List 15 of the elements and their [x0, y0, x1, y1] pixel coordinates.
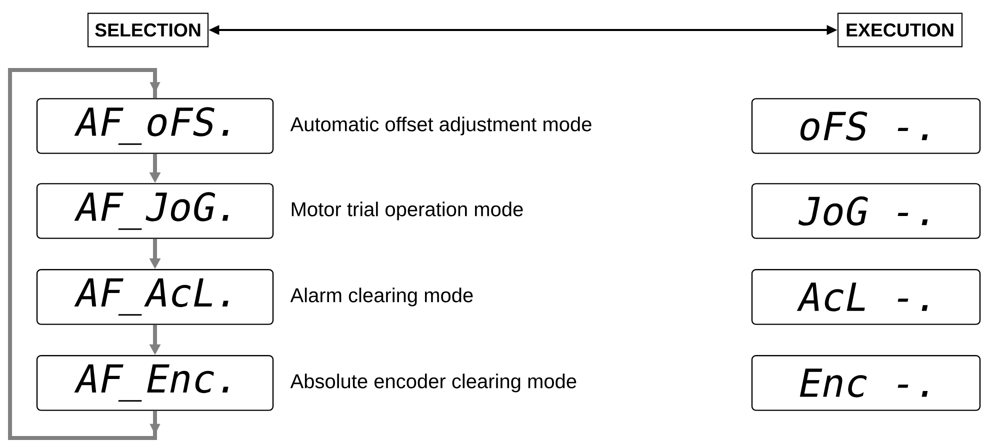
heading-box: EXECUTION: [837, 12, 963, 48]
display-box: AF_JoG.: [36, 183, 274, 239]
mode-description: Alarm clearing mode: [290, 288, 473, 306]
arrow: [8, 68, 160, 440]
display-box: AcL -.: [751, 269, 981, 325]
mode-description: Motor trial operation mode: [292, 202, 523, 220]
mode-description: Absolute encoder clearing mode: [290, 374, 576, 392]
display-box: Enc -.: [751, 355, 981, 411]
heading-box: SELECTION: [87, 12, 209, 48]
mode-description: Automatic offset adjustment mode: [290, 116, 592, 136]
display-box: AF_Enc.: [36, 355, 274, 411]
display-box: oFS -.: [751, 98, 981, 154]
display-box: JoG -.: [751, 183, 981, 239]
display-box: AF_oFS.: [36, 98, 274, 154]
display-box: AF_AcL.: [36, 269, 274, 325]
